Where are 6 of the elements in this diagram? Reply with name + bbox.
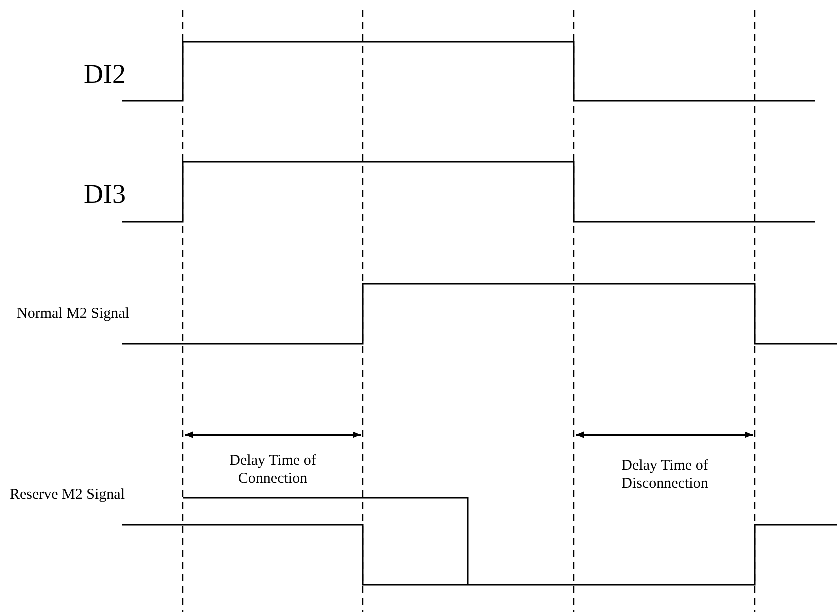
signal-name: Normal M2 Signal xyxy=(17,305,130,323)
signal-name: Reserve M2 Signal xyxy=(10,486,125,504)
dimension-label: Delay Time of Disconnection xyxy=(620,457,710,493)
dimension-label: Delay Time of Connection xyxy=(228,452,318,488)
signal-name: DI3 xyxy=(84,178,126,210)
signal-name: DI2 xyxy=(84,58,126,90)
